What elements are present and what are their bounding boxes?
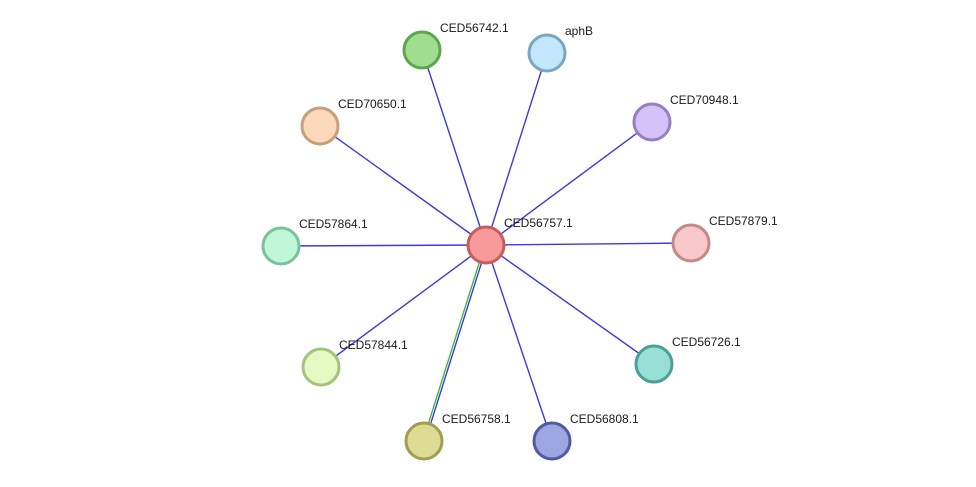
edge-ced56757-1-aphb	[485, 52, 548, 246]
node-ced70650-1[interactable]: CED70650.1	[300, 97, 407, 146]
node-circle-ced56726-1[interactable]	[634, 344, 674, 384]
node-ced56757-1[interactable]: CED56757.1	[466, 216, 573, 265]
node-circle-ced57844-1[interactable]	[301, 347, 341, 387]
edge-ced56757-1-ced57879-1	[485, 242, 692, 246]
node-ced56758-1[interactable]: CED56758.1	[404, 412, 511, 461]
node-label-ced56742-1: CED56742.1	[440, 21, 509, 35]
node-circle-ced56757-1[interactable]	[466, 225, 506, 265]
node-circle-ced70948-1[interactable]	[632, 102, 672, 142]
node-label-ced56808-1: CED56808.1	[570, 412, 639, 426]
edge-ced56757-1-ced56808-1	[485, 244, 553, 442]
edge-ced56757-1-ced56726-1	[485, 244, 655, 365]
edge-ced56757-1-ced56742-1	[421, 49, 487, 246]
edge-ced56757-1-ced56758-1-1	[424, 245, 488, 442]
node-label-ced56758-1: CED56758.1	[442, 412, 511, 426]
edge-ced56757-1-ced70948-1	[485, 121, 653, 246]
node-ced70948-1[interactable]: CED70948.1	[632, 93, 739, 142]
node-ced56742-1[interactable]: CED56742.1	[402, 21, 509, 70]
node-circle-ced57879-1[interactable]	[671, 223, 711, 263]
node-label-ced57864-1: CED57864.1	[299, 217, 368, 231]
node-label-ced57844-1: CED57844.1	[339, 338, 408, 352]
node-ced56726-1[interactable]: CED56726.1	[634, 335, 741, 384]
edge-ced56757-1-ced56758-1-2	[422, 244, 486, 441]
node-label-ced70948-1: CED70948.1	[670, 93, 739, 107]
node-ced57879-1[interactable]: CED57879.1	[671, 214, 778, 263]
node-label-ced70650-1: CED70650.1	[338, 97, 407, 111]
node-circle-ced70650-1[interactable]	[300, 106, 340, 146]
node-circle-aphb[interactable]	[527, 33, 567, 73]
node-circle-ced56808-1[interactable]	[532, 421, 572, 461]
node-circle-ced57864-1[interactable]	[261, 226, 301, 266]
node-ced57864-1[interactable]: CED57864.1	[261, 217, 368, 266]
node-label-aphb: aphB	[565, 24, 593, 38]
edges-layer	[280, 49, 692, 442]
node-label-ced56757-1: CED56757.1	[504, 216, 573, 230]
node-circle-ced56742-1[interactable]	[402, 30, 442, 70]
node-label-ced56726-1: CED56726.1	[672, 335, 741, 349]
nodes-layer: CED56757.1 CED56742.1 aphB CED70948.1CED578…	[261, 21, 778, 461]
node-label-ced57879-1: CED57879.1	[709, 214, 778, 228]
node-circle-ced56758-1[interactable]	[404, 421, 444, 461]
node-ced57844-1[interactable]: CED57844.1	[301, 338, 408, 387]
edge-ced56757-1-ced57844-1	[320, 244, 487, 368]
edge-ced56757-1-ced57864-1	[280, 244, 487, 247]
edge-ced56757-1-ced70650-1	[319, 125, 487, 246]
node-aphb[interactable]: aphB	[527, 24, 593, 73]
node-ced56808-1[interactable]: CED56808.1	[532, 412, 639, 461]
